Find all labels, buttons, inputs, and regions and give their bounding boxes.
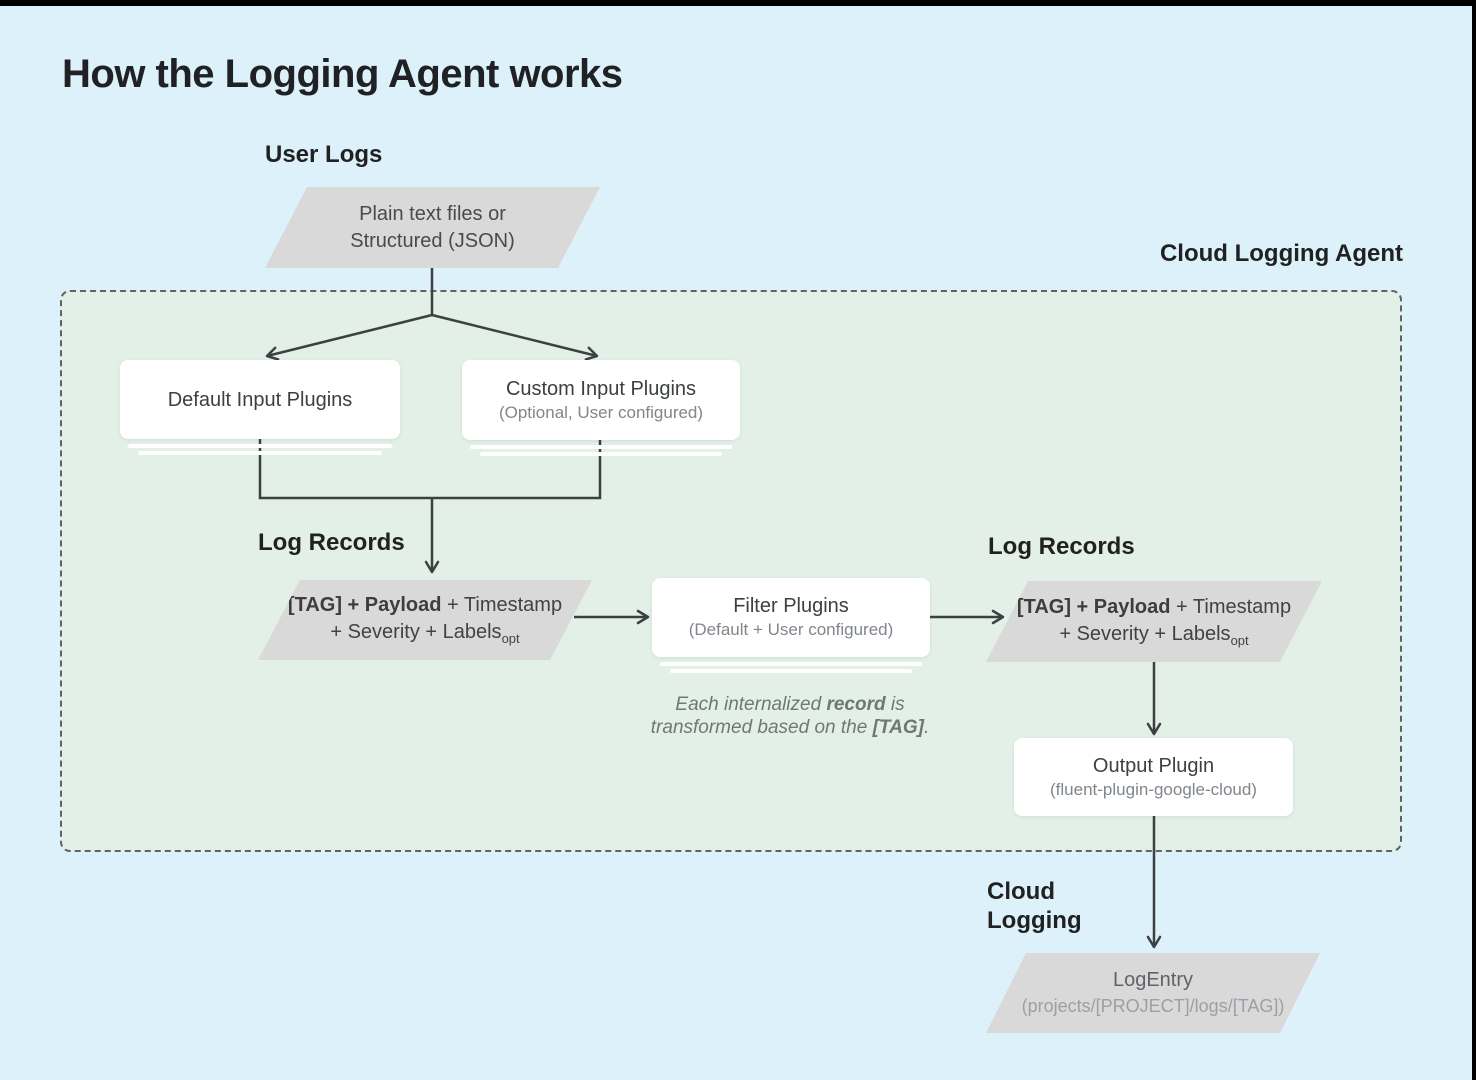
custom-input-plugins-node: Custom Input Plugins (Optional, User con… [462,360,740,440]
note-line1-post: is [885,694,905,715]
log-record-left-severity: + Severity + Labels [330,621,502,644]
log-record-left-line1: [TAG] + Payload + Timestamp [288,592,562,619]
log-records-label-right: Log Records [988,533,1135,560]
custom-input-plugins-title: Custom Input Plugins [505,377,697,400]
filter-plugins-subtitle: (Default + User configured) [688,620,894,640]
log-record-left-opt-subscript: opt [501,631,520,647]
log-record-left-line2: + Severity + Labelsopt [330,619,519,648]
screen-right-black-bar [1472,0,1476,1080]
user-logs-source-line2: Structured (JSON) [350,229,515,252]
stack-bar [470,445,732,449]
note-line2-pre: transformed based on the [650,717,873,739]
log-record-left-rest: + Timestamp [441,594,563,617]
output-plugin-node: Output Plugin (fluent-plugin-google-clou… [1014,738,1293,816]
filter-transform-note-line1: Each internalized record is [640,693,940,716]
stack-bar [138,451,382,455]
log-record-right-tag: [TAG] + Payload [1016,595,1171,618]
filter-transform-note: Each internalized record is transformed … [640,693,940,739]
note-line1-pre: Each internalized [675,694,827,715]
log-record-right-severity: + Severity + Labels [1059,622,1231,645]
cloud-logging-label-line1: Cloud [987,878,1055,905]
log-records-label-left: Log Records [258,529,405,556]
filter-plugins-title: Filter Plugins [733,595,849,618]
cloud-logging-label-line2: Logging [987,906,1082,934]
note-tag-bold: [TAG] [872,717,924,739]
log-record-shape-right: [TAG] + Payload + Timestamp + Severity +… [986,581,1322,662]
user-logs-source-shape: Plain text files or Structured (JSON) [265,187,600,268]
default-input-plugins-node: Default Input Plugins [120,360,400,439]
log-record-right-line2: + Severity + Labelsopt [1059,621,1248,650]
cloud-logging-label: Cloud Logging [987,878,1082,936]
note-record-bold: record [826,694,886,715]
cloud-logging-agent-label: Cloud Logging Agent [1159,240,1403,267]
note-line2-post: . [923,717,930,739]
output-plugin-title: Output Plugin [1092,754,1215,777]
filter-transform-note-line2: transformed based on the [TAG]. [640,716,940,739]
stack-bar [480,452,722,456]
log-entry-shape: LogEntry (projects/[PROJECT]/logs/[TAG]) [986,953,1320,1033]
log-record-right-opt-subscript: opt [1230,632,1249,648]
user-logs-source-line1: Plain text files or [359,203,506,226]
log-record-right-rest: + Timestamp [1170,595,1292,618]
output-plugin-subtitle: (fluent-plugin-google-cloud) [1050,779,1257,799]
log-record-left-tag: [TAG] + Payload [287,594,442,617]
log-entry-title: LogEntry [1112,969,1194,992]
default-input-plugins-title: Default Input Plugins [167,388,353,411]
stack-bar [128,444,392,448]
log-record-shape-left: [TAG] + Payload + Timestamp + Severity +… [258,580,592,660]
page-title: How the Logging Agent works [62,52,623,96]
filter-plugins-node: Filter Plugins (Default + User configure… [652,578,930,657]
log-record-right-line1: [TAG] + Payload + Timestamp [1017,594,1291,621]
stack-bar [670,669,912,673]
stack-bar [660,662,922,666]
log-entry-subtitle: (projects/[PROJECT]/logs/[TAG]) [1021,996,1285,1017]
screen-top-black-bar [0,0,1476,6]
user-logs-label: User Logs [265,141,383,168]
custom-input-plugins-subtitle: (Optional, User configured) [498,402,704,422]
